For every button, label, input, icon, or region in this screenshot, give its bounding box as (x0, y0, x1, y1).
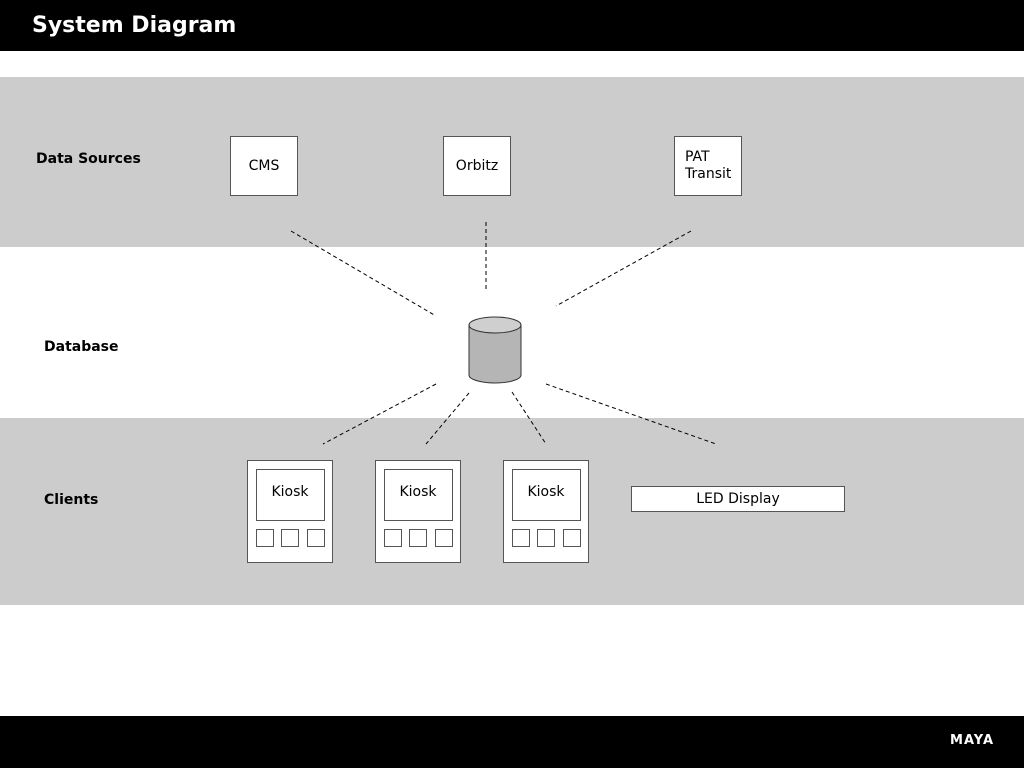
kiosk-screen (256, 469, 325, 521)
row-label-clients: Clients (44, 492, 99, 508)
kiosk-button (435, 529, 453, 547)
connector-database-led (545, 383, 717, 445)
page-title: System Diagram (32, 13, 237, 38)
kiosk-button (384, 529, 402, 547)
row-label-data-sources: Data Sources (36, 151, 141, 167)
kiosk-label: Kiosk (399, 484, 437, 500)
source-label: PAT Transit (685, 149, 732, 182)
kiosk-button (307, 529, 325, 547)
row-label-database: Database (44, 339, 119, 355)
kiosk-button (409, 529, 427, 547)
source-cms: CMS (230, 136, 298, 196)
connector-database-kiosk-1 (322, 383, 437, 445)
kiosk-button (512, 529, 530, 547)
kiosk-label: Kiosk (271, 484, 309, 500)
connector-cms-database (290, 230, 437, 317)
source-label: CMS (248, 157, 280, 174)
kiosk-button (256, 529, 274, 547)
connector-database-kiosk-2 (425, 392, 470, 445)
led-display: LED Display (631, 486, 845, 512)
connector-pat-database (555, 230, 692, 307)
kiosk-screen (384, 469, 453, 521)
database-icon (468, 316, 522, 384)
maya-logo: MAYA (950, 733, 994, 748)
footer-bar (0, 716, 1024, 768)
kiosk-3: Kiosk (503, 460, 589, 563)
source-pat-transit: PAT Transit (674, 136, 742, 196)
kiosk-1: Kiosk (247, 460, 333, 563)
kiosk-button (537, 529, 555, 547)
header-bar: System Diagram (0, 0, 1024, 51)
kiosk-screen (512, 469, 581, 521)
source-label: Orbitz (455, 157, 499, 174)
kiosk-2: Kiosk (375, 460, 461, 563)
kiosk-button (281, 529, 299, 547)
kiosk-label: Kiosk (527, 484, 565, 500)
kiosk-button (563, 529, 581, 547)
data-sources-band (0, 77, 1024, 247)
source-orbitz: Orbitz (443, 136, 511, 196)
connector-database-kiosk-3 (511, 391, 547, 445)
